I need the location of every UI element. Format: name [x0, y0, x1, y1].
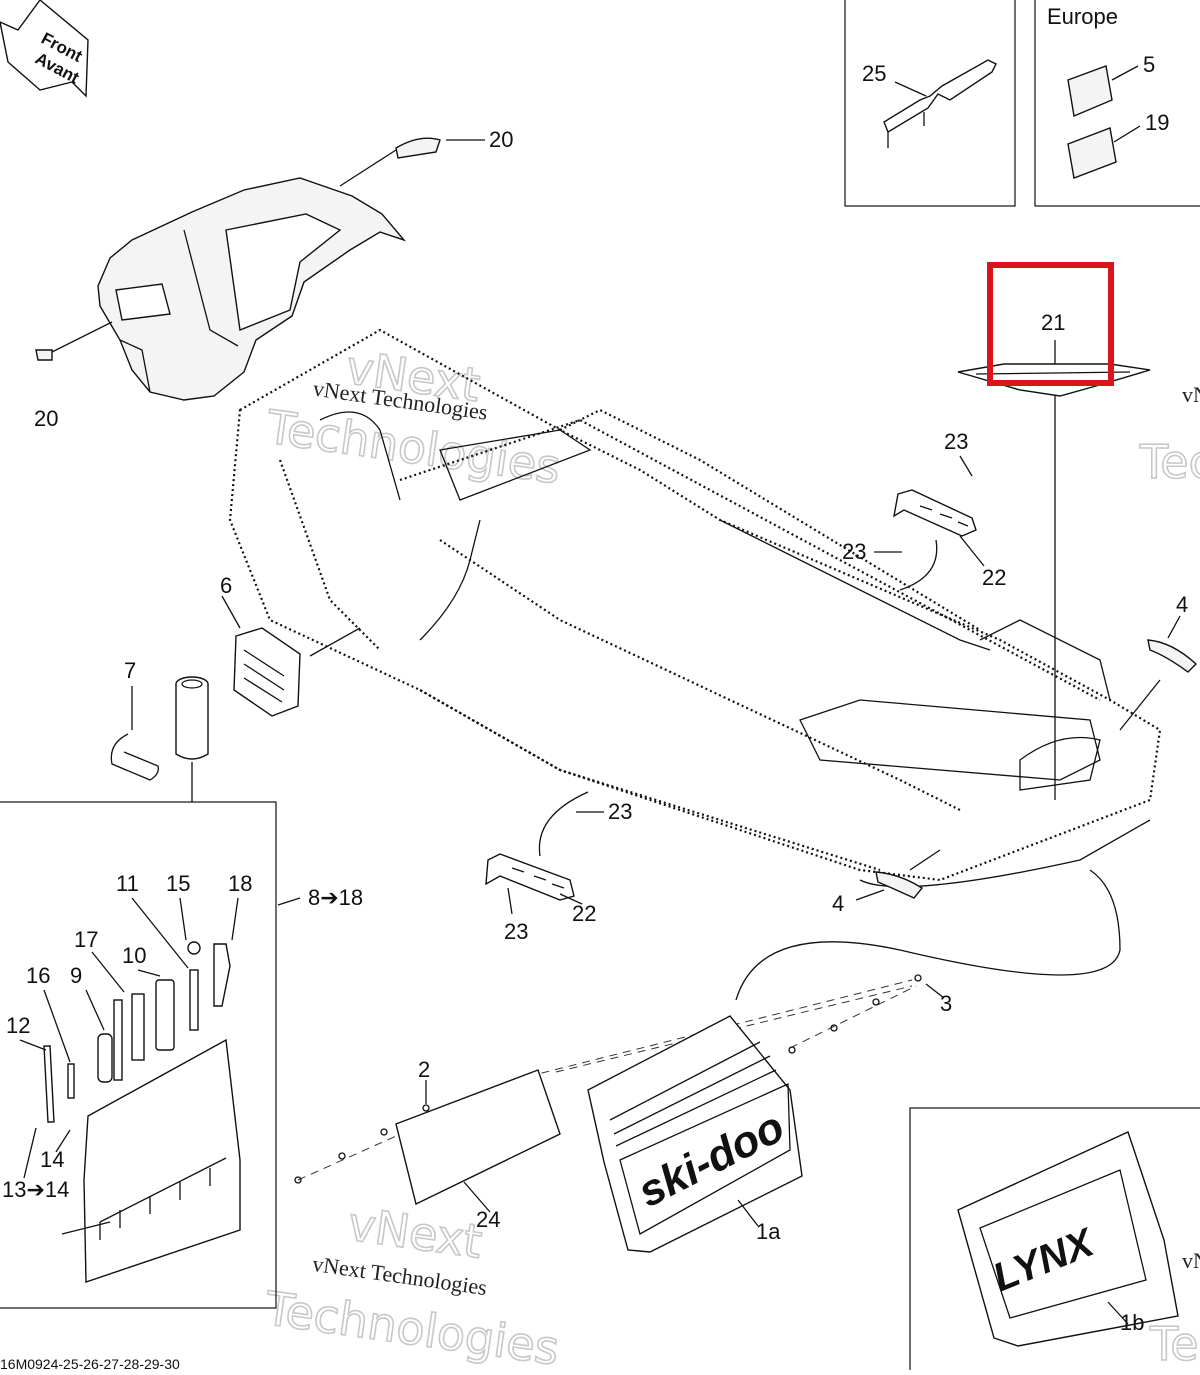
reflector-5 [1067, 65, 1113, 117]
callout-10: 10 [122, 943, 146, 968]
callout-19: 19 [1145, 110, 1169, 135]
side-trims-4: 4 4 [832, 592, 1198, 916]
trim-20-top [395, 137, 441, 159]
trim-20-side [35, 349, 53, 361]
europe-label: Europe [1047, 4, 1118, 29]
watermark-outline-b: Technologies [261, 1281, 562, 1370]
callout-16: 16 [26, 963, 50, 988]
callout-7: 7 [124, 658, 136, 683]
inset-box-25: 25 [844, 0, 1016, 207]
callout-4: 4 [1176, 592, 1188, 617]
highlight-box [987, 262, 1114, 386]
callout-15: 15 [166, 871, 190, 896]
inset-box-europe: Europe 5 19 [1034, 0, 1200, 207]
watermark-outline-b: Technologies [1149, 1317, 1200, 1370]
front-arrow: Front Avant [0, 0, 89, 98]
callout-5: 5 [1143, 52, 1155, 77]
callout-18: 18 [228, 871, 252, 896]
storage-tube [175, 676, 209, 802]
footrest-22-bottom: 23 22 23 [485, 791, 632, 944]
hood-assembly [35, 137, 441, 401]
callout-1a: 1a [756, 1219, 781, 1244]
emblem-21: 21 [957, 262, 1151, 800]
callout-22: 22 [982, 565, 1006, 590]
callout-25: 25 [862, 61, 886, 86]
callout-3: 3 [940, 991, 952, 1016]
watermark-outline-b: Technologies [1139, 435, 1200, 489]
watermark-text: vNext [1182, 382, 1200, 407]
callout-17: 17 [74, 927, 98, 952]
callout-23: 23 [944, 429, 968, 454]
callout-8-18: 8➔18 [308, 885, 363, 910]
callout-4: 4 [832, 891, 844, 916]
callout-23: 23 [842, 539, 866, 564]
callout-11: 11 [116, 871, 139, 896]
callout-24: 24 [476, 1207, 500, 1232]
drawing-code: 16M0924-25-26-27-28-29-30 [0, 1356, 180, 1370]
footrest-22-top: 23 23 22 [842, 429, 1006, 591]
watermark-top: vNext Technologies vNext Technologies [262, 339, 565, 495]
callout-22: 22 [572, 901, 596, 926]
reflector-19 [1067, 127, 1117, 179]
watermark-bottom: vNext Technologies vNext Technologies [260, 1196, 563, 1375]
part-6-box: 6 [220, 573, 361, 717]
plate-24: 24 [395, 1069, 561, 1232]
snowflap-1a: ski-doo 1a [587, 1015, 803, 1253]
callout-20: 20 [34, 406, 58, 431]
callout-13-14: 13➔14 [2, 1177, 69, 1202]
watermark-text: vNext [1182, 1248, 1200, 1273]
callout-2: 2 [418, 1057, 430, 1082]
flap-leader [735, 869, 1121, 1001]
callout-1b: 1b [1120, 1310, 1144, 1335]
callout-14: 14 [40, 1147, 64, 1172]
inset-box-1b: LYNX 1b [909, 1107, 1200, 1375]
callout-23: 23 [608, 799, 632, 824]
watermark-right: Technologies vNext Technologies vNext [1138, 382, 1200, 1372]
callout-21: 21 [1041, 310, 1065, 335]
chassis-frame [228, 328, 1162, 888]
callout-6: 6 [220, 573, 232, 598]
toolkit-box: 8➔18 11 15 18 17 10 16 9 12 14 13➔14 [0, 801, 363, 1309]
callout-9: 9 [70, 963, 82, 988]
part-7-strap: 7 [110, 658, 159, 781]
callout-23: 23 [504, 919, 528, 944]
callout-12: 12 [6, 1013, 30, 1038]
callout-20: 20 [489, 127, 513, 152]
